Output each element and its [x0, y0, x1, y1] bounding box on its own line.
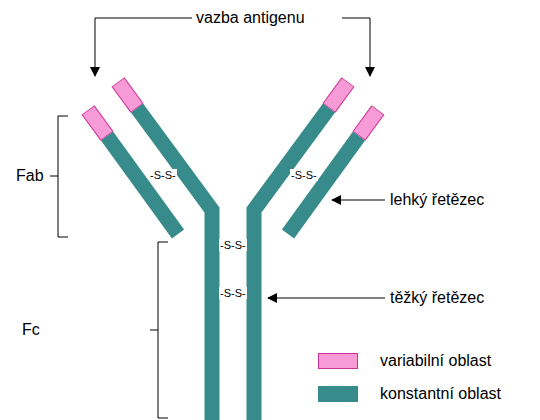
pointer-arrow: [268, 298, 385, 299]
heavy-chain: [254, 108, 329, 420]
chain-label: lehký řetězec: [390, 191, 484, 209]
disulfide-bond: -S-S-: [149, 169, 177, 181]
heavy-chain: [137, 108, 212, 420]
region-label: Fc: [22, 321, 40, 339]
variable-region: [88, 110, 107, 136]
disulfide-bond: -S-S-: [219, 287, 247, 299]
variable-region: [118, 82, 137, 108]
variable-region: [118, 83, 136, 108]
legend-swatch: [318, 386, 358, 402]
pointer-arrow: [332, 200, 385, 201]
variable-region: [359, 110, 378, 136]
disulfide-bond: -S-S-: [290, 169, 318, 181]
light-chain: [107, 136, 178, 234]
legend-swatch: [318, 353, 358, 369]
variable-region: [359, 111, 377, 136]
light-chain: [288, 136, 359, 234]
variable-region: [329, 82, 348, 108]
disulfide-bond: -S-S-: [219, 239, 247, 251]
chain-label: těžký řetězec: [390, 289, 484, 307]
bracket: [150, 330, 158, 331]
bracket: [58, 116, 68, 237]
legend-text: variabilní oblast: [380, 352, 491, 370]
variable-region: [329, 83, 347, 108]
bracket: [50, 176, 58, 177]
leader-line: [95, 18, 192, 76]
region-label: Fab: [16, 167, 44, 185]
legend-text: konstantní oblast: [380, 385, 501, 403]
leader-line: [342, 18, 370, 76]
annotation-label: vazba antigenu: [196, 9, 305, 27]
variable-region: [88, 111, 106, 136]
bracket: [158, 242, 168, 418]
